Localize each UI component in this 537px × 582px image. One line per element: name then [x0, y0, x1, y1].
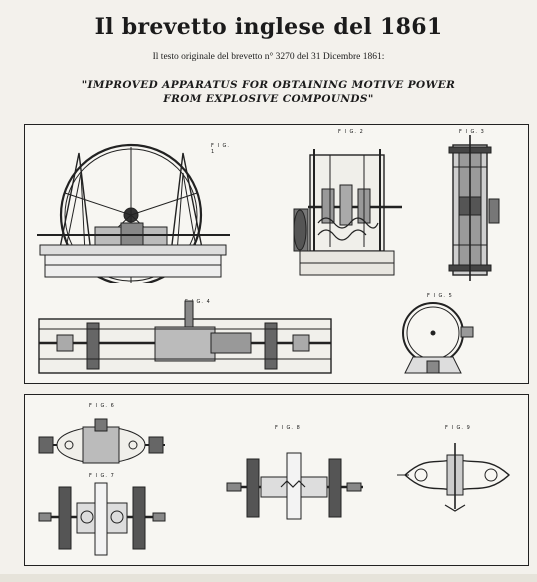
figure-5-flywheel-housing: F I G. 5	[391, 291, 481, 379]
figure-8-drawing	[226, 452, 363, 520]
figure-4-drawing	[38, 300, 332, 374]
figure-3-label: F I G. 3	[459, 129, 485, 135]
drawing-plate-1: F I G. 1 F I G. 2	[24, 124, 529, 384]
figure-9-label: F I G. 9	[445, 425, 471, 431]
figure-5-drawing	[402, 302, 474, 374]
figure-2-engine-end-view: F I G. 2	[290, 127, 405, 283]
figure-1-label: F I G. 1	[211, 143, 230, 155]
figure-7-crank-detail: F I G. 7	[37, 473, 167, 559]
figure-4-engine-plan: F I G. 4	[35, 297, 335, 377]
figure-1-engine-elevation: F I G. 1	[35, 133, 230, 283]
figure-5-label: F I G. 5	[427, 293, 453, 299]
patent-title-line-2: FROM EXPLOSIVE COMPOUNDS"	[163, 93, 374, 105]
figure-6-drawing	[38, 418, 165, 464]
drawing-plate-2: F I G. 6 F I G. 7	[24, 394, 529, 566]
figure-7-label: F I G. 7	[89, 473, 115, 479]
figure-9-drawing	[397, 443, 511, 512]
figure-2-label: F I G. 2	[338, 129, 364, 135]
figure-6-label: F I G. 6	[89, 403, 115, 409]
figure-7-drawing	[38, 482, 166, 556]
figure-3-drawing	[448, 135, 500, 281]
patent-title-line-1: "IMPROVED APPARATUS FOR OBTAINING MOTIVE…	[81, 79, 456, 91]
page-title: Il brevetto inglese del 1861	[94, 14, 443, 40]
figure-8-shaft-coupling: F I G. 8	[225, 425, 365, 521]
figure-9-lever-detail: F I G. 9	[397, 425, 517, 521]
page-subtitle: Il testo originale del brevetto n° 3270 …	[152, 52, 385, 62]
figure-2-drawing	[293, 149, 402, 276]
figure-8-label: F I G. 8	[275, 425, 301, 431]
figure-1-drawing	[37, 143, 230, 283]
figure-4-label: F I G. 4	[185, 299, 211, 305]
figure-3-cylinder-section: F I G. 3	[439, 127, 509, 283]
patent-title: "IMPROVED APPARATUS FOR OBTAINING MOTIVE…	[0, 78, 537, 106]
figure-6-valve-detail: F I G. 6	[37, 403, 167, 471]
page-bottom-edge	[0, 574, 537, 582]
